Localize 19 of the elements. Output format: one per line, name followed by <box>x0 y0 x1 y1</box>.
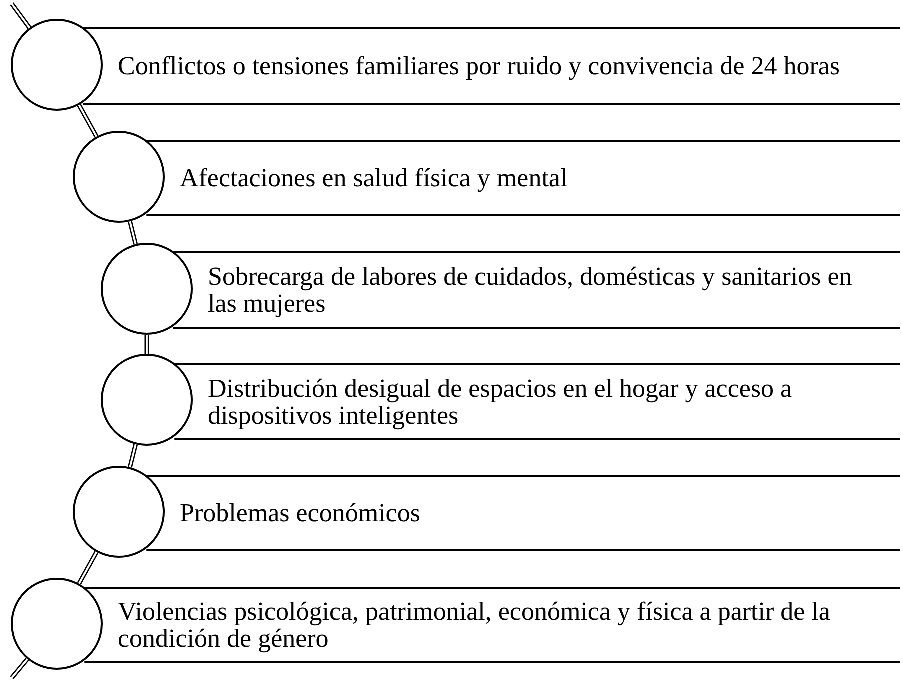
list-band <box>193 363 900 440</box>
list-band <box>193 251 900 329</box>
track-line <box>77 104 99 138</box>
item-text: Problemas económicos <box>180 500 422 526</box>
track-line <box>144 334 150 355</box>
item-text: Violencias psicológica, patrimonial, económica y física a partir de la condición de género <box>118 598 832 652</box>
track-line <box>10 2 32 30</box>
item-text: Sobrecarga de labores de cuidados, domésticas y sanitarios en las mujeres <box>208 263 854 317</box>
list-band <box>103 27 900 105</box>
list-band <box>165 140 900 216</box>
item-text: Distribución desigual de espacios en el hogar y acceso a dispositivos inteligentes <box>208 374 794 428</box>
list-band <box>165 475 900 551</box>
list-band <box>103 587 900 663</box>
track-line <box>10 658 30 680</box>
item-text: Conflictos o tensiones familiares por ruido y convivencia de 24 horas <box>118 52 842 80</box>
item-text: Afectaciones en salud física y mental <box>180 164 569 192</box>
track-line <box>128 220 138 246</box>
track-line <box>77 550 99 586</box>
track-line <box>128 444 138 468</box>
